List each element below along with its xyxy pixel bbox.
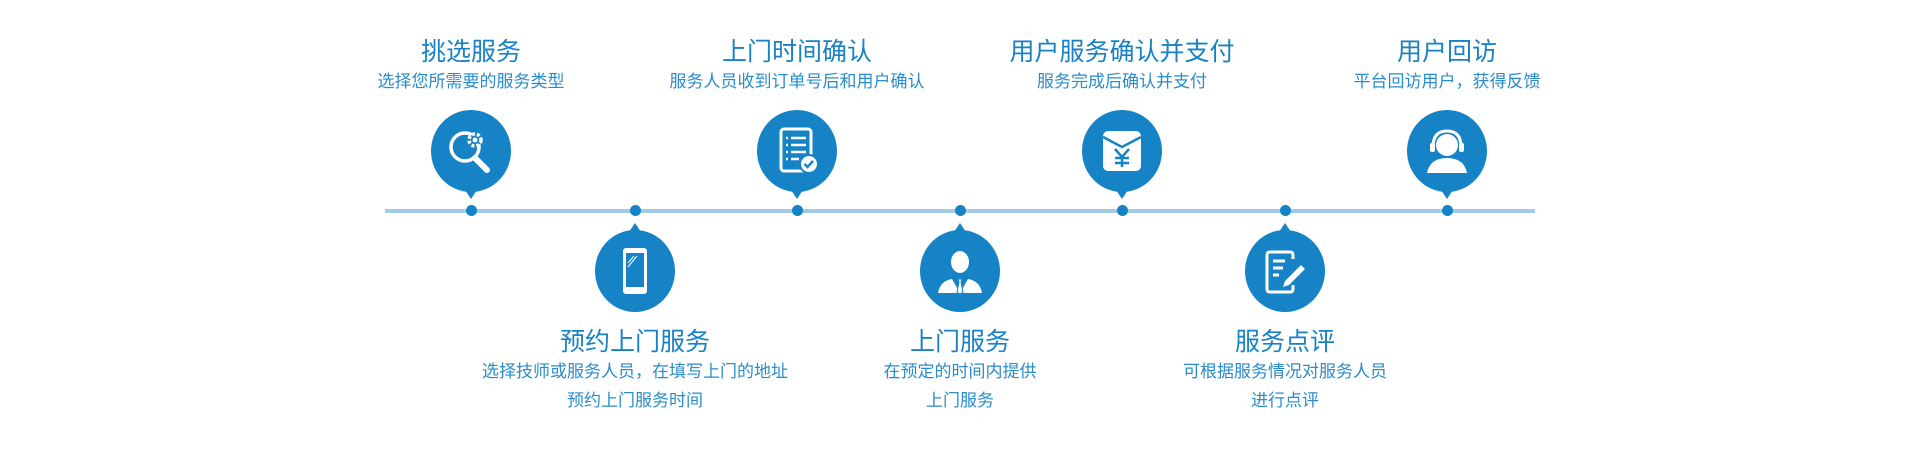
step-title: 预约上门服务 — [559, 327, 710, 356]
step-desc: 预约上门服务时间 — [567, 391, 703, 411]
step-3: 上门时间确认 服务人员收到订单号后和用户确认 — [597, 36, 997, 97]
step-6: 服务点评 可根据服务情况对服务人员 进行点评 — [1085, 326, 1485, 416]
step-7: 用户回访 平台回访用户，获得反馈 — [1247, 36, 1647, 97]
step-desc: 服务完成后确认并支付 — [1037, 72, 1207, 92]
timeline-dot — [1279, 205, 1291, 216]
timeline-dot — [1441, 205, 1453, 216]
step-desc: 选择技师或服务人员，在填写上门的地址 — [482, 362, 788, 382]
phone-icon — [595, 223, 675, 312]
step-desc: 在预定的时间内提供 — [883, 362, 1037, 382]
step-desc: 可根据服务情况对服务人员 — [1183, 362, 1387, 382]
step-title: 用户服务确认并支付 — [1009, 37, 1235, 66]
step-1: 挑选服务 选择您所需要的服务类型 — [271, 36, 671, 97]
timeline-dot — [791, 205, 803, 216]
step-title: 服务点评 — [1234, 327, 1335, 356]
step-title: 上门服务 — [909, 327, 1010, 356]
timeline-dot — [954, 205, 966, 216]
technician-icon — [920, 223, 1000, 312]
step-desc: 上门服务 — [926, 391, 994, 411]
timeline-dot — [629, 205, 641, 216]
step-2: 预约上门服务 选择技师或服务人员，在填写上门的地址 预约上门服务时间 — [435, 326, 835, 416]
timeline-dot — [1116, 205, 1128, 216]
step-desc: 服务人员收到订单号后和用户确认 — [669, 72, 925, 92]
headset-user-icon — [1407, 110, 1487, 199]
yuan-payment-icon — [1082, 110, 1162, 199]
checklist-icon — [757, 110, 837, 199]
step-title: 用户回访 — [1396, 37, 1497, 66]
step-desc: 进行点评 — [1251, 391, 1319, 411]
step-4: 上门服务 在预定的时间内提供 上门服务 — [760, 326, 1160, 416]
step-title: 挑选服务 — [420, 37, 521, 66]
timeline-dot — [465, 205, 477, 216]
step-desc: 平台回访用户，获得反馈 — [1353, 72, 1541, 92]
step-desc: 选择您所需要的服务类型 — [377, 72, 565, 92]
review-edit-icon — [1245, 223, 1325, 312]
step-title: 上门时间确认 — [721, 37, 872, 66]
step-5: 用户服务确认并支付 服务完成后确认并支付 — [922, 36, 1322, 97]
search-gear-icon — [431, 110, 511, 199]
